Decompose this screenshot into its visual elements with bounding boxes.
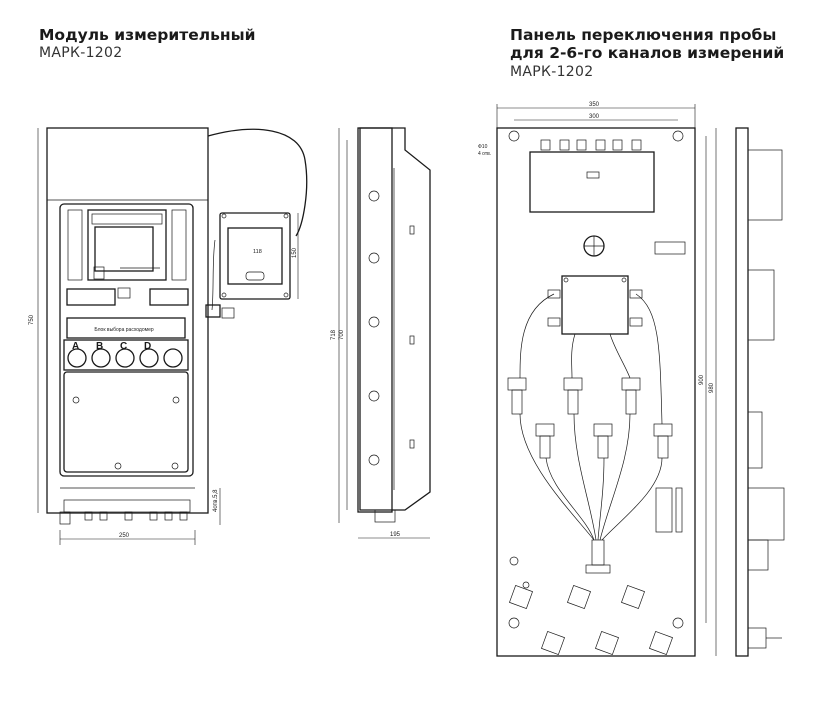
measuring-module-side-view: 718 700 195: [331, 127, 431, 539]
right-panel-title-line2: для 2-6-го каналов измерений: [510, 44, 785, 62]
measuring-module-front-view: Блок выбора расходомер A B C D: [29, 127, 308, 545]
panel-inner-width-dim: 300: [589, 114, 600, 120]
right-panel-title-line1: Панель переключения пробы: [510, 26, 777, 44]
sensor-height-dim: 150: [292, 247, 298, 258]
right-panel-model: МАРК-1202: [510, 64, 594, 80]
panel-outer-width-dim: 350: [589, 102, 600, 108]
channel-circles: [67, 348, 183, 368]
sensor-width-label: 118: [253, 249, 262, 255]
panel-outer-height-dim: 980: [709, 382, 715, 393]
module-width-dim: 250: [119, 533, 130, 539]
left-module-model: МАРК-1202: [39, 45, 123, 61]
mount-holes-dim: 4отв.5,8: [213, 489, 219, 512]
sample-switching-panel: 350 300 Ф10 4 отв. 900 980: [478, 102, 717, 657]
channel-label-d: D: [144, 341, 151, 352]
channel-label-a: A: [72, 341, 79, 352]
hole-diameter-dim: Ф10: [478, 144, 488, 150]
panel-inner-height-dim: 900: [699, 374, 705, 385]
valve-assemblies: [507, 377, 673, 459]
side-outer-height-dim: 718: [331, 329, 337, 340]
panel-side-view: [735, 127, 785, 657]
channel-label-b: B: [96, 341, 103, 352]
hole-count-dim: 4 отв.: [478, 151, 491, 157]
side-inner-height-dim: 700: [339, 329, 345, 340]
channel-label-c: C: [120, 341, 127, 352]
module-height-dim: 750: [29, 314, 35, 325]
flow-selector-label: Блок выбора расходомер: [94, 327, 153, 333]
side-depth-dim: 195: [390, 532, 401, 538]
left-module-title: Модуль измерительный: [39, 26, 256, 44]
